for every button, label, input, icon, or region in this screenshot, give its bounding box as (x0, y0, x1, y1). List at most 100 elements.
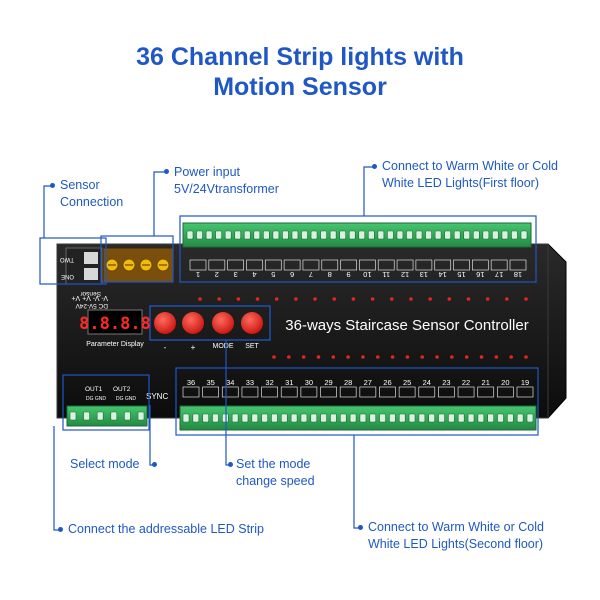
second-floor-callout-line-1: Connect to Warm White or Cold (368, 520, 544, 534)
terminal-screw (379, 413, 386, 423)
terminal-screw (438, 413, 445, 423)
channel-label: 10 (363, 270, 371, 279)
channel-pin-bracket (241, 386, 259, 398)
terminal-screw (339, 413, 347, 423)
terminal-screw (96, 411, 104, 421)
terminal-screw (234, 230, 242, 240)
channel-led (272, 355, 276, 359)
terminal-screw (241, 413, 249, 423)
terminal-screw (182, 413, 190, 423)
sensor-port: TWO ONE (60, 247, 103, 285)
mode-button[interactable] (212, 312, 234, 334)
terminal-screw (205, 230, 213, 240)
minus-button[interactable] (154, 312, 176, 334)
channel-label: 14 (439, 270, 447, 279)
channel-led (332, 297, 337, 301)
set-mode-callout-line-2: change speed (236, 474, 315, 488)
channel-pin-bracket (453, 259, 470, 271)
terminal-screw (280, 413, 288, 423)
terminal-screw (110, 411, 118, 421)
terminal-screw (516, 413, 524, 423)
channel-pin-bracket (477, 386, 495, 398)
terminal-screw (428, 413, 436, 423)
terminal-screw (202, 413, 209, 423)
channel-pin-bracket (490, 259, 508, 271)
channel-pin-bracket (396, 259, 414, 271)
terminal-screw (291, 230, 299, 240)
channel-led (313, 297, 317, 301)
terminal-screw (398, 413, 406, 423)
channel-pin-bracket (415, 259, 433, 271)
channel-pin-bracket (359, 259, 376, 271)
set-button[interactable] (241, 312, 263, 334)
channel-label: 35 (206, 378, 214, 387)
channel-led (524, 297, 528, 301)
addressable-strip-callout: Connect the addressable LED Strip (68, 522, 264, 536)
channel-pin-bracket (227, 259, 244, 271)
terminal-screw (263, 230, 270, 240)
power-terminal: V- V- V+ V+ DC 5V-24V Sensor (71, 247, 174, 309)
channel-led (301, 355, 306, 359)
channel-label: 1 (196, 270, 200, 279)
sensor-one-label: ONE (61, 273, 74, 279)
terminal-screw (261, 413, 268, 423)
terminal-screw (329, 230, 337, 240)
terminal-screw (477, 413, 485, 423)
power-callout-box (100, 235, 174, 283)
terminal-screw (497, 413, 504, 423)
terminal-screw (492, 230, 499, 240)
channel-label: 24 (423, 378, 431, 387)
terminal-screw (526, 413, 534, 423)
power-terminal-label: V- V- V+ V+ (71, 294, 108, 301)
first-floor-callout-line-1: Connect to Warm White or Cold (382, 159, 558, 173)
channel-label: 23 (442, 378, 450, 387)
terminal-screw (271, 413, 278, 423)
terminal-screw (290, 413, 298, 423)
channel-pin-bracket (202, 386, 219, 398)
channel-label: 4 (252, 270, 256, 279)
terminal-screw (339, 230, 346, 240)
channel-pin-bracket (472, 259, 489, 271)
terminal-screw (192, 413, 200, 423)
terminal-screw (520, 230, 528, 240)
terminal-screw (511, 230, 518, 240)
terminal-screw (406, 230, 413, 240)
terminal-screw (243, 230, 251, 240)
second-floor-callout-line-2: White LED Lights(Second floor) (368, 537, 544, 551)
channel-led (351, 297, 356, 301)
terminal-screw (212, 413, 219, 423)
second-floor-callout-box (175, 367, 539, 436)
channel-label: 3 (234, 270, 238, 279)
sensor-callout-box (39, 237, 107, 285)
channel-pin-bracket (264, 259, 282, 271)
terminal-screw (301, 230, 308, 240)
terminal-screw (472, 230, 480, 240)
channel-pin-bracket (516, 386, 534, 398)
terminal-screw (330, 413, 337, 423)
terminal-screw (396, 230, 404, 240)
plus-button[interactable] (182, 312, 204, 334)
terminal-screw (320, 230, 327, 240)
channel-led (217, 297, 221, 301)
terminal-screw (300, 413, 308, 423)
terminal-screw (358, 230, 366, 240)
channel-led (485, 297, 490, 301)
channel-pin-bracket (208, 259, 226, 271)
controller-label: 36-ways Staircase Sensor Controller (285, 317, 528, 334)
channel-label: 26 (383, 378, 391, 387)
channel-pin-bracket (434, 259, 452, 271)
set-button-label: SET (245, 343, 259, 350)
control-buttons: - + MODE SET (149, 305, 271, 352)
channel-led (331, 355, 336, 359)
channel-led (409, 297, 413, 301)
first-floor-callout: Connect to Warm White or Cold White LED … (382, 158, 558, 192)
led-row-top (198, 297, 528, 301)
page-title-line-1: 36 Channel Strip lights with (136, 43, 464, 71)
channel-led (479, 355, 484, 359)
channel-label: 22 (462, 378, 470, 387)
terminal-screw (501, 230, 509, 240)
channel-label: 16 (476, 270, 484, 279)
channel-pin-bracket (300, 386, 318, 398)
sensor-connection-callout: Sensor Connection (60, 177, 123, 211)
